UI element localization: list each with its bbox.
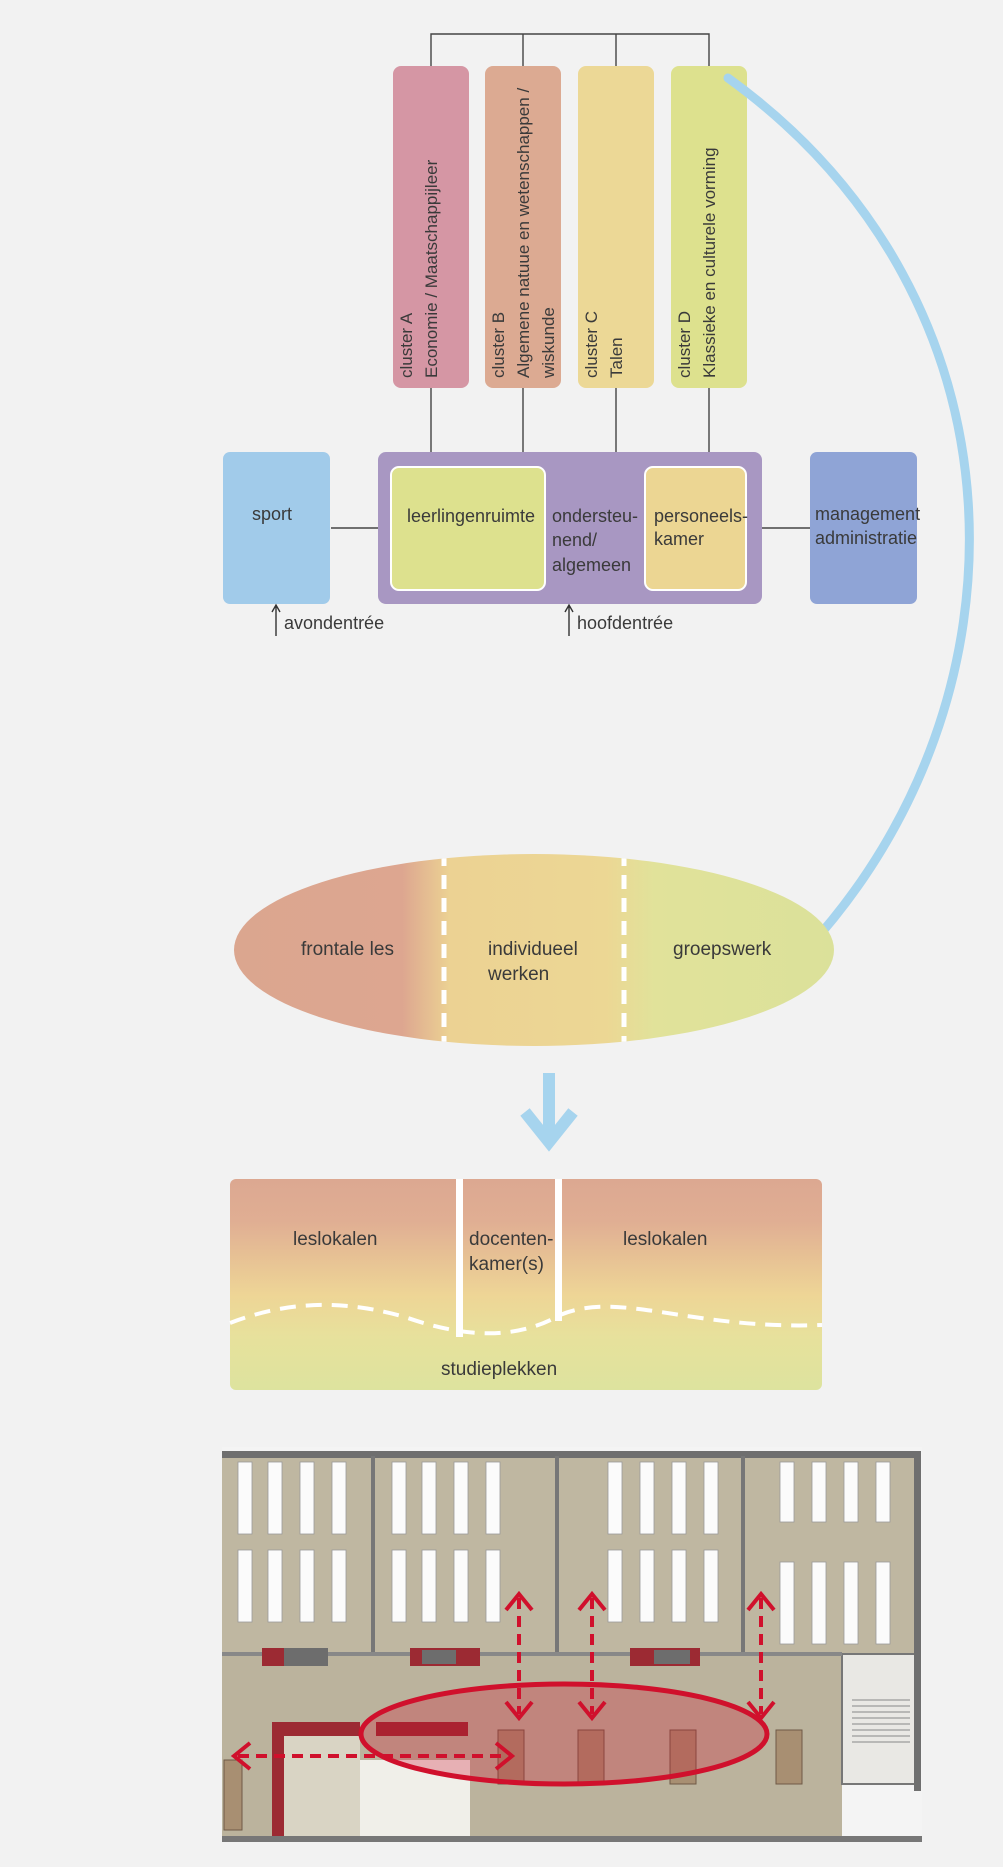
cluster-d-code: cluster D (675, 311, 694, 378)
management-label-1: management (815, 504, 920, 524)
cluster-d-card: cluster D Klassieke en culturele vorming (671, 66, 747, 388)
teaching-modes: frontale les individueel werken groepswe… (234, 854, 834, 1046)
staff-room-label-2: kamer (654, 529, 704, 549)
central-support-block: leerlingenruimte ondersteu- nend/ algeme… (378, 452, 762, 604)
cluster-c-code: cluster C (582, 311, 601, 378)
cluster-c-card: cluster C Talen (578, 66, 654, 388)
evening-entrance-label: avondentrée (284, 613, 384, 633)
management-box: management administratie (810, 452, 920, 604)
cluster-b-code: cluster B (489, 312, 508, 378)
evening-entrance-arrow (271, 603, 281, 636)
down-arrow (520, 1073, 578, 1152)
org-chart: cluster A Economie / Maatschappijleer cl… (223, 33, 920, 636)
main-entrance-arrow (564, 603, 574, 636)
sport-box: sport (223, 452, 330, 604)
zone-teacher-room-1: docenten- (469, 1229, 554, 1250)
support-label-2: nend/ (552, 530, 597, 550)
circulation-overlay (230, 1590, 776, 1787)
mode-group-label: groepswerk (673, 939, 772, 960)
cluster-a-name: Economie / Maatschappijleer (422, 159, 441, 378)
student-room-label: leerlingenruimte (407, 506, 535, 526)
zone-right-classrooms: leslokalen (623, 1229, 708, 1250)
management-label-2: administratie (815, 528, 917, 548)
mode-individual-label-1: individueel (488, 939, 578, 960)
zoning-block: leslokalen docenten- kamer(s) leslokalen… (229, 1179, 823, 1390)
zone-study-places: studieplekken (441, 1359, 557, 1380)
cluster-b-name-cont: wiskunde (539, 307, 558, 379)
zone-left-classrooms: leslokalen (293, 1229, 378, 1250)
entrance-markers: avondentrée hoofdentrée (271, 603, 673, 636)
main-entrance-label: hoofdentrée (577, 613, 673, 633)
mode-frontal-label: frontale les (301, 939, 394, 960)
support-label-1: ondersteu- (552, 506, 638, 526)
cluster-b-card: cluster B Algemene natuue en wetenschapp… (485, 66, 561, 388)
sport-label: sport (252, 504, 292, 524)
cluster-a-card: cluster A Economie / Maatschappijleer (393, 66, 469, 388)
floor-plan (222, 1447, 922, 1842)
cluster-d-name: Klassieke en culturele vorming (700, 147, 719, 378)
cluster-c-name: Talen (607, 337, 626, 378)
cluster-b-name: Algemene natuue en wetenschappen / (514, 88, 533, 378)
staff-room-label-1: personeels- (654, 506, 748, 526)
support-label-3: algemeen (552, 555, 631, 575)
cabinets (262, 1648, 700, 1666)
mode-individual-label-2: werken (487, 964, 549, 985)
cluster-a-code: cluster A (397, 312, 416, 378)
connector-lines (331, 33, 810, 529)
zone-teacher-room-2: kamer(s) (469, 1254, 544, 1275)
